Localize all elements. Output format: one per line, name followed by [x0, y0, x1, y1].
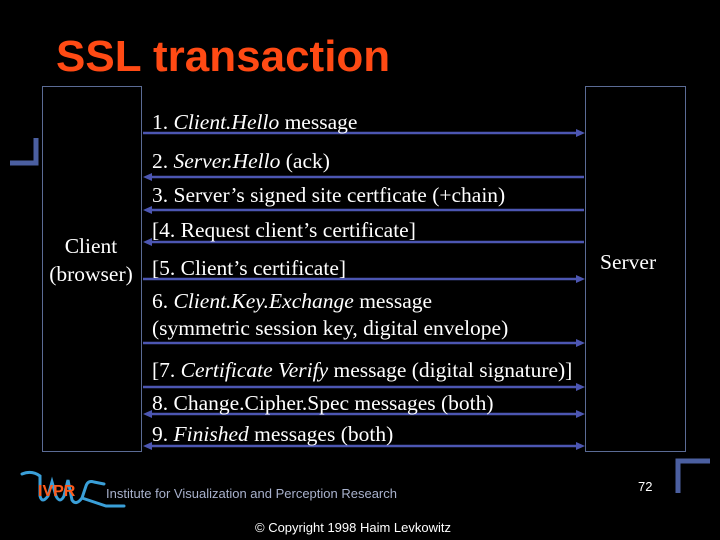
message-6-num: 6.: [152, 289, 174, 313]
message-1-num: 1.: [152, 110, 174, 134]
arrowhead-4: [143, 238, 152, 246]
message-9-text: messages (both): [248, 422, 394, 446]
message-6: 6. Client.Key.Exchange message: [152, 289, 433, 313]
message-1-emphasis: Client.Hello: [173, 110, 280, 134]
arrowhead-3: [143, 206, 152, 214]
client-label-line-2: (browser): [49, 262, 133, 286]
message-1: 1. Client.Hello message: [152, 110, 358, 134]
message-5-num: [5.: [152, 256, 181, 280]
client-box: [42, 86, 142, 452]
arrowhead-1: [576, 129, 585, 137]
message-5: [5. Client’s certificate]: [152, 256, 347, 280]
message-6-text: message: [353, 289, 433, 313]
message-9: 9. Finished messages (both): [152, 422, 394, 446]
message-6-emphasis: Client.Key.Exchange: [173, 289, 354, 313]
message-6-detail: (symmetric session key, digital envelope…: [152, 316, 509, 340]
arrowhead-9-left: [143, 442, 152, 450]
message-8-text: Change.Cipher.Spec messages (both): [173, 391, 494, 415]
message-3-text: Server’s signed site certficate (+chain): [173, 183, 506, 207]
message-8: 8. Change.Cipher.Spec messages (both): [152, 391, 494, 415]
message-2: 2. Server.Hello (ack): [152, 149, 330, 173]
message-3-num: 3.: [152, 183, 174, 207]
server-box: [585, 86, 686, 452]
message-2-text: (ack): [280, 149, 330, 173]
message-7: [7. Certificate Verify message (digital …: [152, 358, 573, 382]
ivpr-logo: IVPR: [18, 466, 133, 516]
arrowhead-7: [576, 383, 585, 391]
message-7-num: [7.: [152, 358, 181, 382]
ivpr-logo-mark: [20, 470, 126, 508]
arrowhead-5: [576, 275, 585, 283]
ivpr-logo-text: IVPR: [38, 483, 76, 500]
page-number: 72: [638, 479, 653, 494]
arrowhead-8-right: [576, 410, 585, 418]
message-2-emphasis: Server.Hello: [173, 149, 281, 173]
arrowhead-9-right: [576, 442, 585, 450]
message-3: 3. Server’s signed site certficate (+cha…: [152, 183, 506, 207]
institute-name: Institute for Visualization and Percepti…: [106, 486, 397, 501]
arrowhead-6: [576, 339, 585, 347]
message-1-text: message: [279, 110, 358, 134]
client-label-line-1: Client: [64, 234, 118, 258]
message-7-text: message (digital signature)]: [328, 358, 573, 382]
arrowhead-2: [143, 173, 152, 181]
server-label: Server: [600, 250, 657, 274]
corner-accent-right: [675, 458, 710, 493]
message-9-num: 9.: [152, 422, 174, 446]
message-8-num: 8.: [152, 391, 174, 415]
message-2-num: 2.: [152, 149, 174, 173]
message-4: [4. Request client’s certificate]: [152, 218, 416, 242]
message-4-num: [4.: [152, 218, 181, 242]
message-5-text: Client’s certificate]: [180, 256, 347, 280]
corner-accent-left: [10, 138, 39, 166]
copyright-notice: © Copyright 1998 Haim Levkowitz: [255, 520, 451, 535]
message-4-text: Request client’s certificate]: [180, 218, 416, 242]
arrowhead-8-left: [143, 410, 152, 418]
slide-title: SSL transaction: [56, 32, 391, 81]
client-label: Client (browser): [42, 232, 140, 288]
message-9-emphasis: Finished: [173, 422, 249, 446]
message-7-emphasis: Certificate Verify: [180, 358, 329, 382]
